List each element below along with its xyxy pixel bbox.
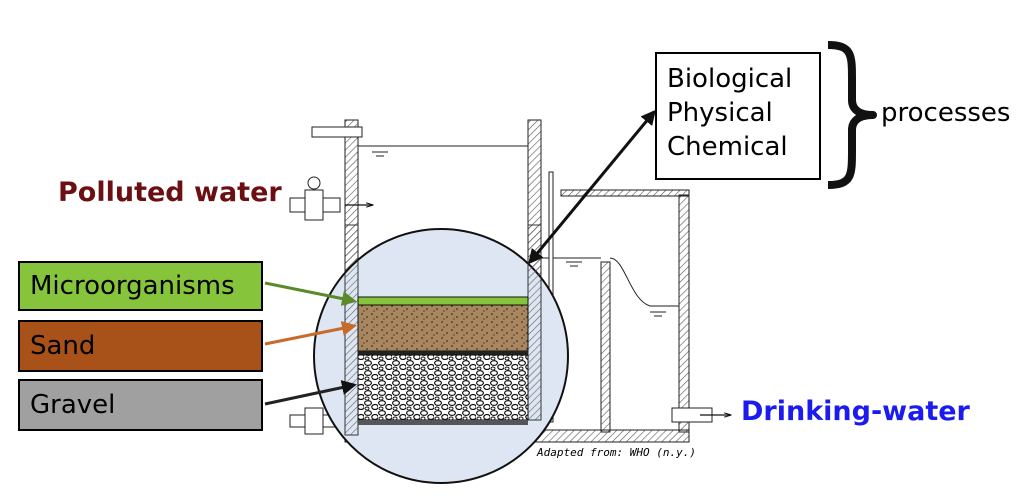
- microorganisms-label: Microorganisms: [30, 271, 235, 301]
- gravel-label: Gravel: [30, 390, 116, 420]
- sand-label: Sand: [30, 331, 96, 361]
- brace: [827, 41, 877, 189]
- drinking-water-label: Drinking-water: [741, 396, 970, 427]
- process-biological: Biological: [667, 64, 793, 94]
- gravel-arrow: [264, 380, 357, 406]
- process-physical: Physical: [667, 98, 773, 128]
- sand-label-box: Sand: [18, 320, 263, 372]
- sand-arrow: [264, 321, 357, 346]
- process-types-box: Biological Physical Chemical: [655, 52, 821, 180]
- magnifier: [313, 224, 569, 484]
- source-credit: Adapted from: WHO (n.y.): [537, 446, 696, 459]
- processes-label: processes: [881, 98, 1011, 128]
- gravel-label-box: Gravel: [18, 379, 263, 431]
- micro-arrow: [264, 281, 357, 306]
- sand-layer: [357, 304, 529, 352]
- process-arrow: [528, 109, 656, 265]
- microorganism-layer: [357, 296, 529, 306]
- process-chemical: Chemical: [667, 132, 788, 162]
- polluted-water-label: Polluted water: [58, 177, 282, 208]
- gravel-layer: [357, 354, 529, 421]
- microorganisms-label-box: Microorganisms: [18, 261, 263, 311]
